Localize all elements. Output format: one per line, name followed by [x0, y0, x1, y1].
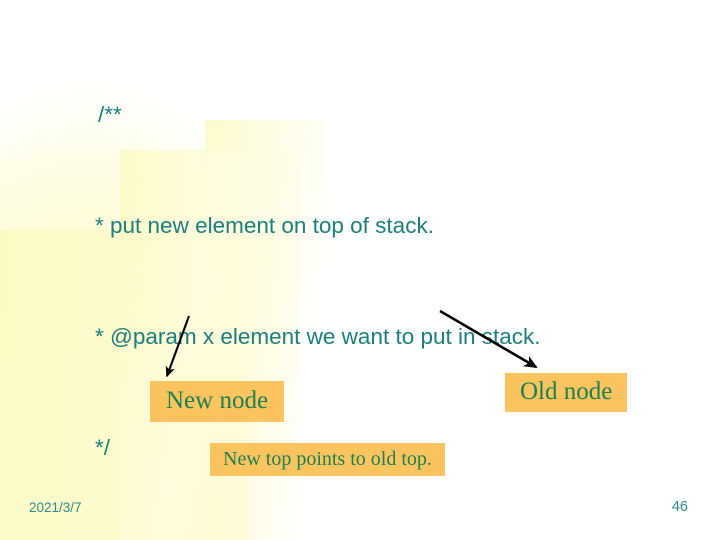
code-line-comment-close: */ [95, 435, 111, 460]
callout-new-node: New node [150, 381, 285, 422]
code-line-comment-open: /** [98, 102, 122, 127]
code-line-comment-param: * @param x element we want to put in sta… [95, 324, 541, 349]
footer-date: 2021/3/7 [29, 500, 82, 515]
callout-old-node: Old node [505, 373, 628, 412]
footer-page-number: 46 [671, 499, 688, 515]
callout-new-top-points-to-old-top: New top points to old top. [210, 443, 445, 476]
code-line-comment-desc: * put new element on top of stack. [95, 213, 434, 238]
